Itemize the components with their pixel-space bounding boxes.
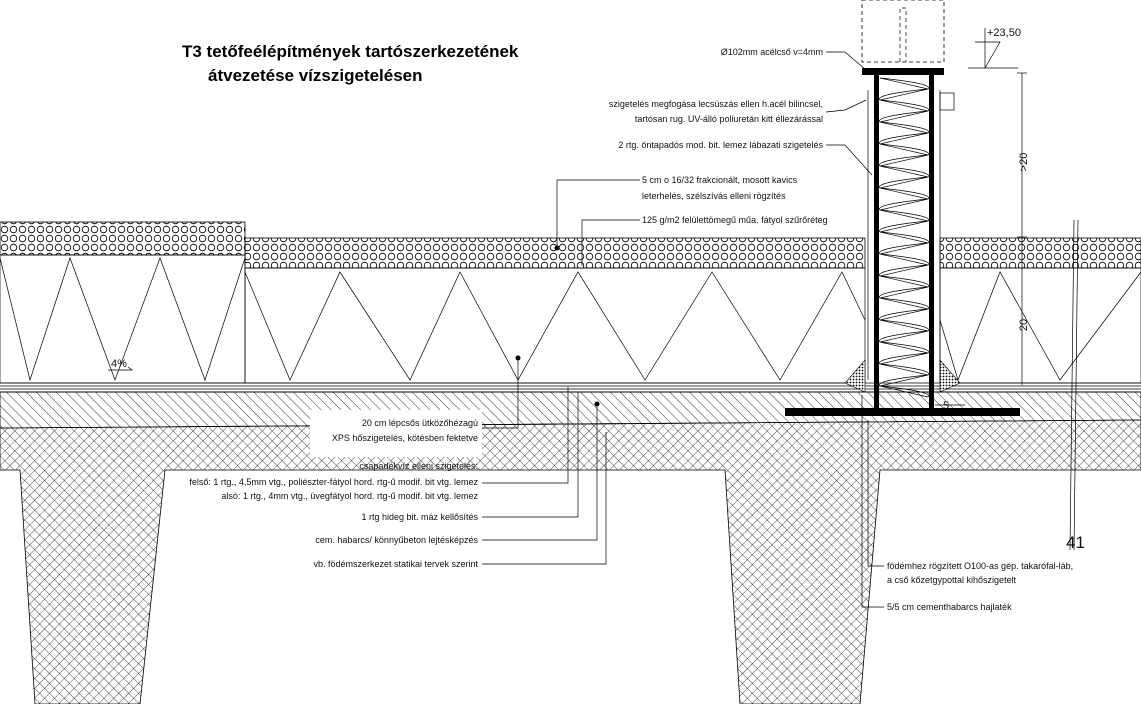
label-water-0: csapadékvíz elleni szigetelés:: [359, 461, 478, 471]
label-water-2: alsó: 1 rtg., 4mm vtg., üvegfátyol hord.…: [221, 491, 478, 501]
label-pipe: Ø102mm acélcső v=4mm: [721, 47, 823, 57]
label-filter: 125 g/m2 felülettömegű műa. fátyol szűrő…: [642, 215, 828, 225]
gravel-ballast: [0, 221, 1141, 269]
dim-upper: >20: [1018, 153, 1030, 172]
label-screed: cem. habarcs/ könnyűbeton lejtésképzés: [315, 535, 478, 545]
label-clamp-1: szigetelés megfogása lecsúszás ellen h.a…: [609, 99, 823, 109]
label-primer: 1 rtg hideg bit. máz kellősítés: [361, 512, 478, 522]
label-foot-1: födémhez rögzített O100-as gép. takarófa…: [887, 561, 1073, 571]
xps-insulation: [0, 254, 1141, 393]
slope-mark: 4%: [111, 358, 127, 370]
level-mark: +23,50: [987, 27, 1021, 39]
base-plate: [785, 408, 1020, 416]
leader-lines: [482, 51, 884, 608]
label-base-insulation: 2 rtg. öntapadós mod. bit. lemez lábazat…: [618, 140, 823, 150]
dim-offset: 5: [943, 400, 949, 412]
dim-lower: 20: [1018, 319, 1030, 331]
dimension-lines: [108, 28, 1079, 551]
concrete-slab: [0, 419, 1141, 704]
label-xps-1: 20 cm lépcsős ütközőhézagú: [362, 418, 478, 428]
label-gravel-2: leterhelés, szélszívás elleni rögzítés: [642, 191, 786, 201]
mineral-wool-insulation: [879, 77, 929, 398]
label-xps-2: XPS hőszigetelés, kötésben fektetve: [332, 433, 478, 443]
label-gravel-1: 5 cm o 16/32 frakcionált, mosott kavics: [642, 175, 798, 185]
label-clamp-2: tartósan rug. UV-álló poliuretán kitt él…: [635, 114, 823, 124]
steel-pipe-support: [785, 0, 1020, 416]
label-slab: vb. födémszerkezet statikai tervek szeri…: [313, 559, 478, 569]
waterproofing-membranes: [0, 382, 1141, 393]
clamp: [939, 92, 955, 111]
label-water-1: felső: 1 rtg., 4,5mm vtg., poliészter-fá…: [189, 477, 478, 487]
label-foot-2: a cső kőzetgypottal kihőszigetelt: [887, 575, 1017, 585]
drawing-title-line1: T3 tetőfeélépítmények tartószerkezetének: [182, 42, 519, 61]
label-fillet: 5/5 cm cementhabarcs hajlaték: [887, 602, 1012, 612]
drawing-title-line2: átvezetése vízszigetelésen: [208, 66, 423, 85]
sheet-reference: 41: [1066, 533, 1085, 552]
